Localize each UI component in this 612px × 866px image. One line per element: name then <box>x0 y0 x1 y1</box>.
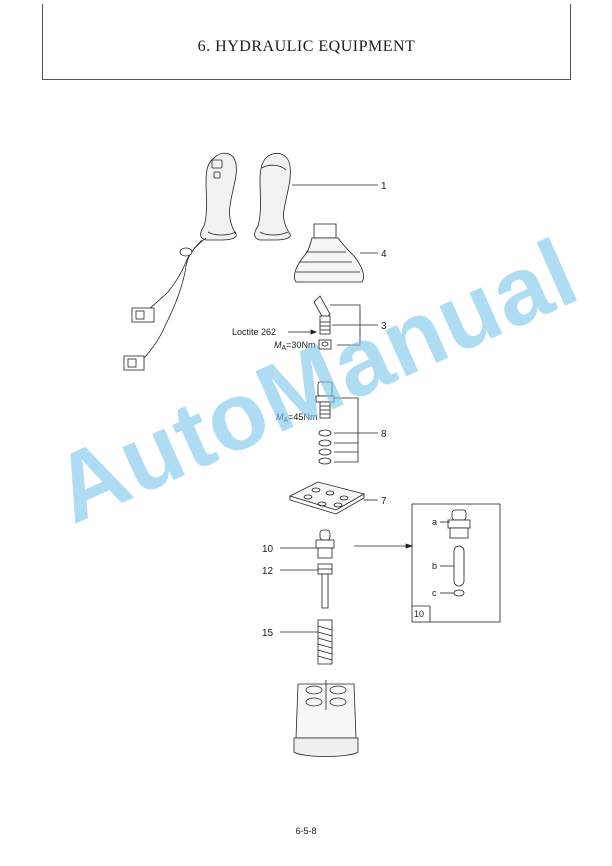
detail-label-a: a <box>432 517 437 527</box>
joystick-handle-left <box>200 152 237 241</box>
callout-1: 1 <box>381 181 387 192</box>
header-frame: 6. HYDRAULIC EQUIPMENT <box>42 4 571 80</box>
detail-valve-seat <box>447 509 471 539</box>
cable-harness <box>123 237 207 371</box>
valve-plunger <box>315 381 335 465</box>
callout-12: 12 <box>262 566 274 577</box>
lever-pin-assembly <box>313 295 332 350</box>
rubber-boot <box>294 223 364 283</box>
torque-30-note: MA=30Nm <box>274 340 315 352</box>
detail-label-b: b <box>432 561 437 571</box>
callout-3: 3 <box>381 321 387 332</box>
callout-8: 8 <box>381 429 387 440</box>
valve-insert <box>315 529 335 559</box>
torque-45-note: MA=45Nm <box>276 412 317 424</box>
detail-label-c: c <box>432 588 437 598</box>
callout-10: 10 <box>262 544 274 555</box>
loctite-note: Loctite 262 <box>232 327 276 337</box>
valve-housing <box>293 680 359 757</box>
detail-pin <box>453 545 465 587</box>
page-number: 6-5-8 <box>295 826 317 836</box>
page-title: 6. HYDRAULIC EQUIPMENT <box>197 38 416 55</box>
compression-spring <box>317 619 333 665</box>
callout-7: 7 <box>381 496 387 507</box>
joystick-handle-right <box>254 152 291 241</box>
detail-box <box>411 503 501 623</box>
spring-seat <box>317 563 333 609</box>
callout-15: 15 <box>262 628 274 639</box>
mounting-plate <box>288 481 366 515</box>
detail-o-ring <box>453 589 465 597</box>
callout-4: 4 <box>381 249 387 260</box>
detail-ref-number: 10 <box>414 609 424 619</box>
